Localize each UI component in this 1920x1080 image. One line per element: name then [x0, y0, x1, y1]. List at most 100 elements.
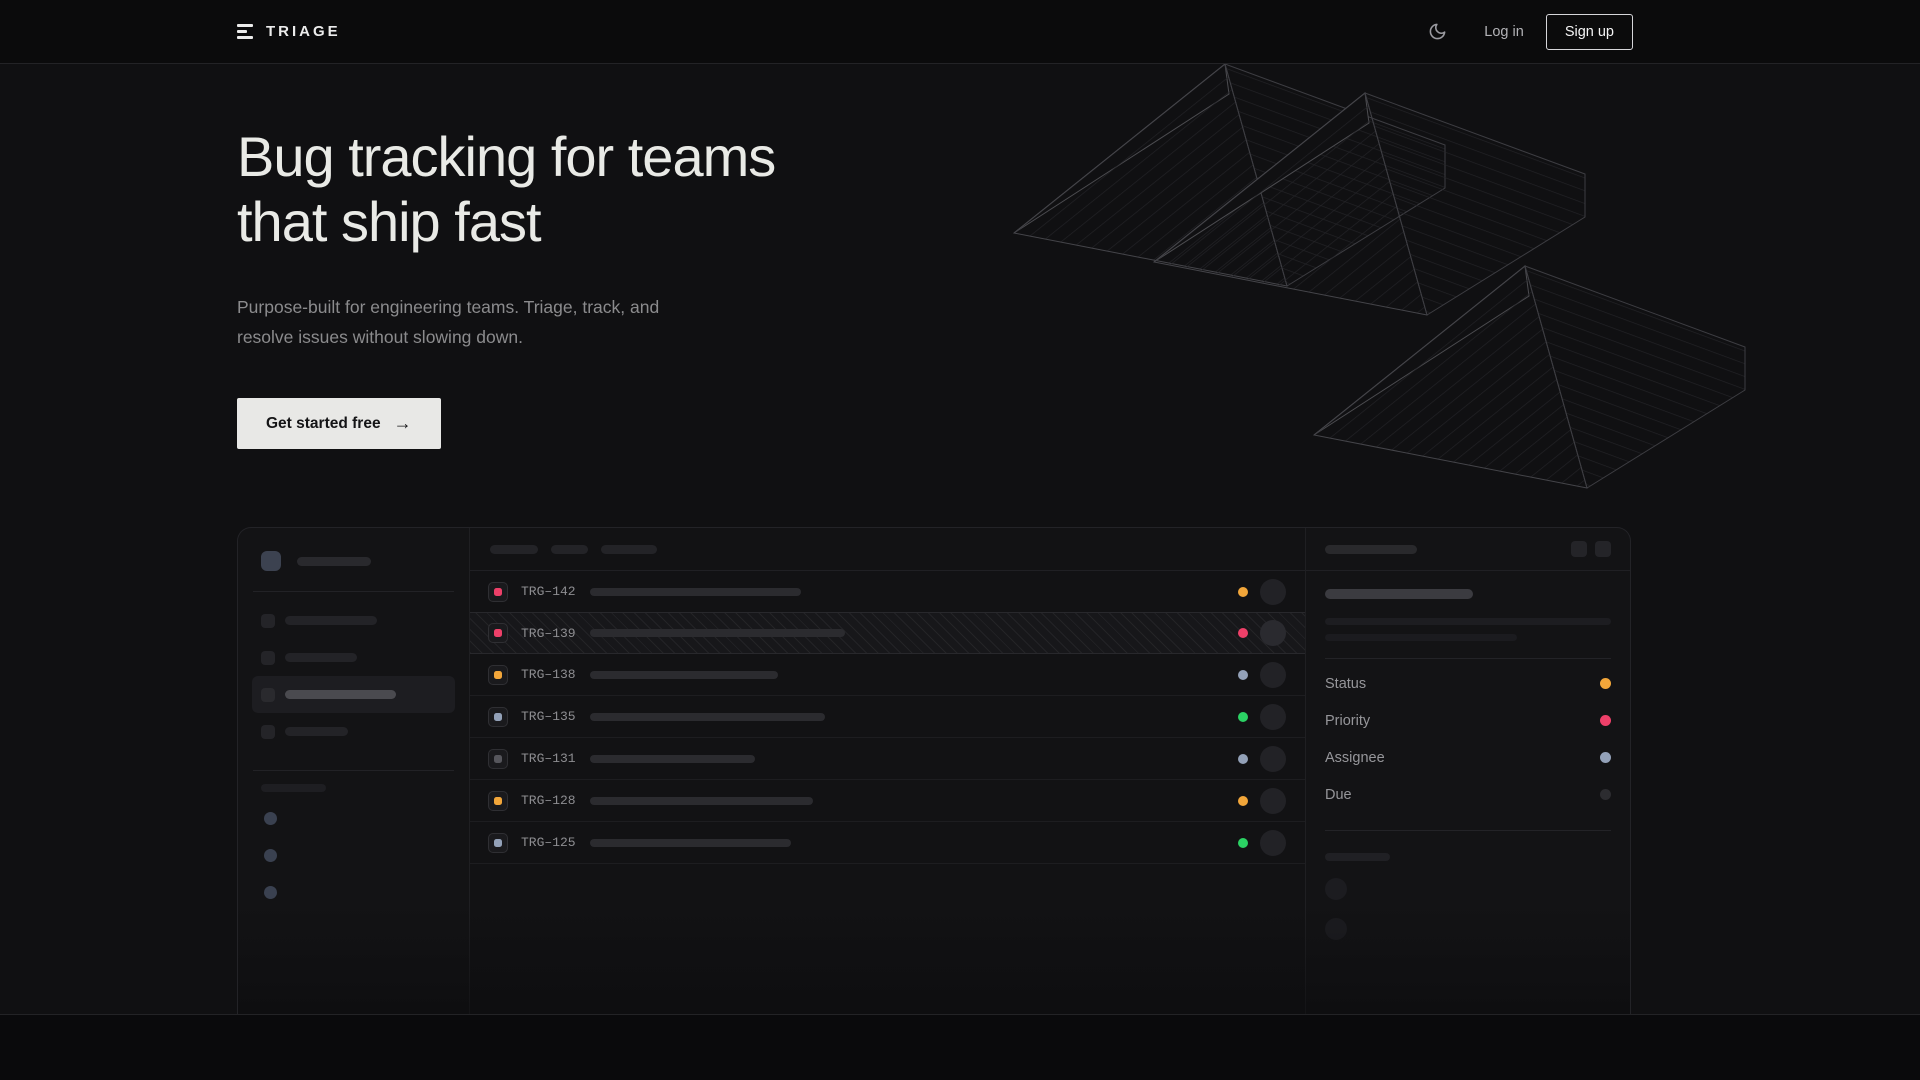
issue-id: TRG–131: [521, 751, 576, 766]
issue-type-icon: [488, 706, 508, 727]
issue-row: TRG–142: [470, 571, 1305, 613]
issue-type-icon: [488, 581, 508, 602]
description-skeleton-line: [1325, 634, 1517, 641]
issue-type-icon: [488, 790, 508, 811]
detail-field-row: Priority: [1325, 702, 1611, 739]
detail-field-row: Assignee: [1325, 739, 1611, 776]
detail-field-value-dot: [1600, 789, 1611, 800]
detail-field-label: Status: [1325, 675, 1367, 692]
brand-logo[interactable]: TRIAGE: [237, 23, 341, 40]
hero-subtitle: Purpose-built for engineering teams. Tri…: [237, 292, 659, 352]
issue-assignee-avatar: [1260, 787, 1286, 814]
subtitle-line-1: Purpose-built for engineering teams. Tri…: [237, 297, 660, 317]
issue-status-dot: [1238, 628, 1248, 638]
issue-id: TRG–139: [521, 625, 576, 641]
issue-row: TRG–128: [470, 780, 1305, 822]
sidebar-nav-item: [252, 602, 455, 639]
issue-status-dot: [1238, 669, 1248, 680]
theme-toggle-button[interactable]: [1426, 21, 1448, 43]
detail-fields: Status Priority Assignee Due: [1325, 665, 1611, 813]
mockup-issue-list-panel: TRG–142 TRG–139 TRG–138 TRG–135 TRG–131: [470, 528, 1305, 1014]
issue-list-header: [470, 528, 1305, 571]
issue-assignee-avatar: [1260, 661, 1286, 688]
footer-band: [0, 1014, 1920, 1080]
get-started-button[interactable]: Get started free →: [237, 398, 441, 449]
issue-type-icon: [488, 832, 508, 853]
detail-field-row: Status: [1325, 665, 1611, 702]
title-line-2: that ship fast: [237, 190, 542, 253]
issue-row: TRG–139: [470, 612, 1305, 654]
issue-id: TRG–138: [521, 667, 576, 682]
issue-id: TRG–142: [521, 584, 576, 599]
page-title: Bug tracking for teams that ship fast: [237, 124, 776, 254]
title-line-1: Bug tracking for teams: [237, 125, 776, 188]
issue-title-skeleton: [589, 670, 778, 679]
hero-section: Bug tracking for teams that ship fast Pu…: [0, 64, 1920, 1014]
panel-divider: [1325, 658, 1611, 659]
nav-item-icon-skeleton: [261, 687, 275, 702]
issue-title-skeleton: [589, 838, 791, 847]
nav-item-label-skeleton: [285, 616, 377, 625]
issue-title-skeleton: [589, 587, 801, 596]
description-skeleton-line: [1325, 618, 1611, 625]
activity-label-skeleton: [1325, 853, 1390, 861]
mockup-detail-panel: Status Priority Assignee Due: [1305, 528, 1630, 1014]
issue-type-icon: [488, 623, 508, 643]
detail-field-label: Assignee: [1325, 749, 1385, 766]
nav-item-icon-skeleton: [261, 724, 275, 739]
sidebar-nav-item-active: [252, 676, 455, 713]
activity-avatar-skeleton: [1325, 918, 1347, 940]
panel-divider: [1325, 830, 1611, 831]
nav-item-label-skeleton: [285, 690, 396, 699]
issue-row: TRG–135: [470, 696, 1305, 738]
sign-up-button[interactable]: Sign up: [1545, 13, 1633, 50]
arrow-right-icon: →: [393, 413, 412, 433]
subtitle-line-2: resolve issues without slowing down.: [237, 327, 523, 347]
cta-label: Get started free: [266, 414, 381, 432]
issue-assignee-avatar: [1260, 620, 1286, 646]
mockup-sidebar: [238, 528, 470, 1014]
issue-assignee-avatar: [1260, 578, 1286, 605]
issue-assignee-avatar: [1260, 745, 1286, 772]
navbar: TRIAGE Log in Sign up: [0, 0, 1920, 64]
triage-logo-icon: [237, 24, 253, 39]
mockup-sidebar-nav: [252, 602, 455, 750]
issue-assignee-avatar: [1260, 703, 1286, 730]
nav-item-icon-skeleton: [261, 650, 275, 665]
issue-type-icon: [488, 664, 508, 685]
issue-status-dot: [1238, 586, 1248, 597]
detail-field-value-dot: [1600, 715, 1611, 726]
log-in-link[interactable]: Log in: [1484, 23, 1524, 40]
detail-field-row: Due: [1325, 776, 1611, 813]
moon-icon: [1429, 23, 1446, 40]
issue-status-dot: [1238, 711, 1248, 722]
sidebar-nav-item: [252, 639, 455, 676]
detail-field-value-dot: [1600, 752, 1611, 763]
panel-header-buttons: [1571, 541, 1611, 557]
brand-name: TRIAGE: [266, 23, 341, 40]
wireframe-ribbons-decoration: [1013, 64, 1746, 489]
issue-title-skeleton: [589, 712, 825, 721]
detail-panel-header: [1306, 528, 1630, 571]
issue-list: TRG–142 TRG–139 TRG–138 TRG–135 TRG–131: [470, 571, 1305, 864]
issue-status-dot: [1238, 795, 1248, 806]
issue-id: TRG–125: [521, 835, 576, 850]
issue-type-icon: [488, 748, 508, 769]
issue-row: TRG–125: [470, 822, 1305, 864]
sidebar-nav-item: [252, 713, 455, 750]
workspace-avatar: [261, 551, 281, 571]
nav-item-label-skeleton: [285, 727, 348, 736]
issue-title-skeleton: [589, 629, 845, 637]
mockup-workspace-row: [261, 551, 449, 571]
issue-status-dot: [1238, 753, 1248, 764]
issue-row: TRG–131: [470, 738, 1305, 780]
issue-row: TRG–138: [470, 654, 1305, 696]
panel-title-skeleton: [1325, 544, 1417, 554]
activity-avatar-skeleton: [1325, 878, 1347, 900]
issue-title-skeleton: [589, 754, 755, 763]
issue-id: TRG–135: [521, 709, 576, 724]
app-mockup-window: TRG–142 TRG–139 TRG–138 TRG–135 TRG–131: [237, 527, 1631, 1014]
issue-status-dot: [1238, 837, 1248, 848]
detail-field-label: Priority: [1325, 712, 1371, 729]
issue-title-skeleton: [589, 796, 813, 805]
